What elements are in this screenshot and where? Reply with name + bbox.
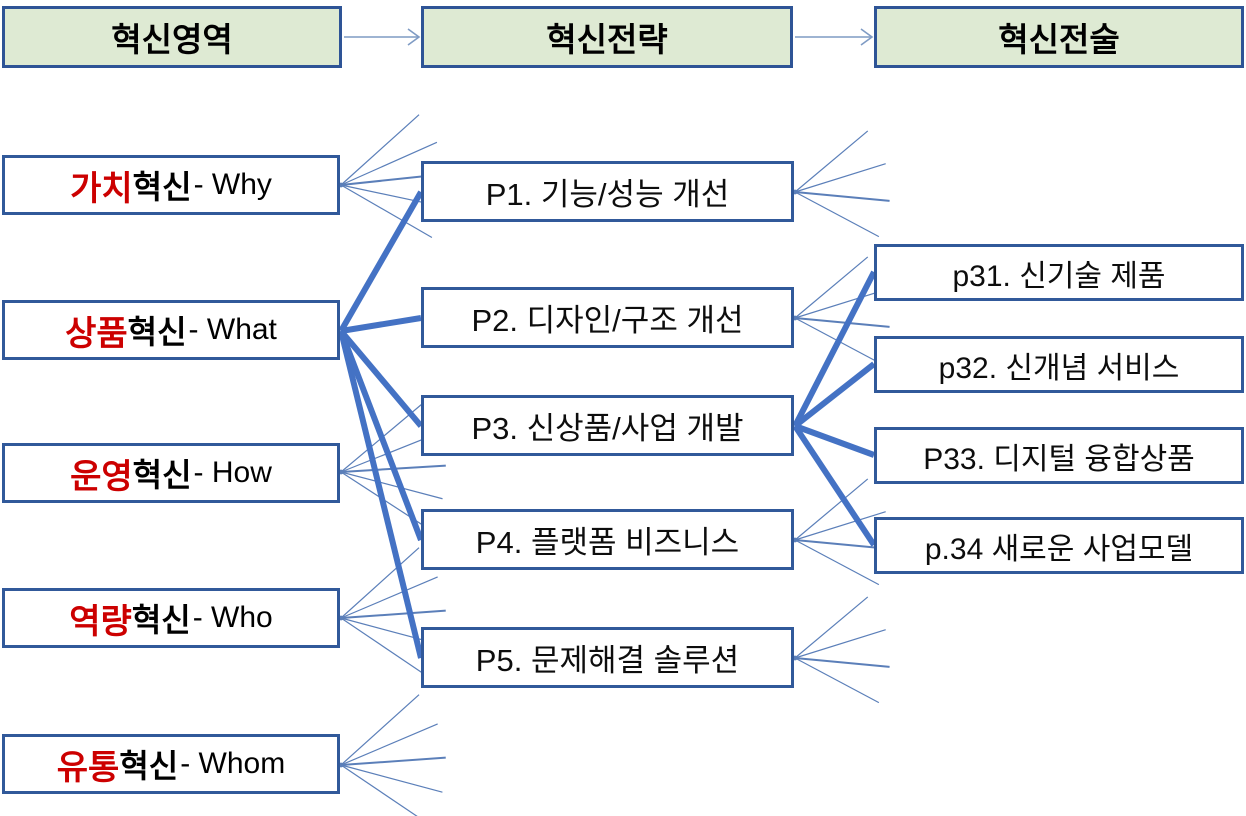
area-question-5: - Whom [180, 747, 286, 780]
area-suffix-3: 혁신 [132, 457, 192, 493]
fan-ray-6-2 [794, 289, 886, 319]
area-suffix-4: 혁신 [131, 602, 191, 638]
fan-ray-2-3 [340, 464, 446, 473]
header-innovation-strategy[interactable]: 혁신전략 [421, 6, 793, 68]
area-question-2: - What [188, 313, 277, 346]
fan-ray-6-3 [794, 317, 890, 328]
fan-ray-6-1 [794, 256, 869, 319]
link-what-to-p5 [338, 330, 424, 659]
fan-ray-4-5 [340, 764, 418, 816]
area-suffix-2: 혁신 [127, 314, 187, 350]
fan-ray-3-1 [340, 547, 420, 619]
fan-ray-1-1 [340, 114, 420, 186]
strategy-box-p4[interactable]: P4. 플랫폼 비즈니스 [421, 509, 794, 570]
strategy-box-p5[interactable]: P5. 문제해결 솔루션 [421, 627, 794, 688]
header-innovation-tactic[interactable]: 혁신전술 [874, 6, 1244, 68]
area-suffix-5: 혁신 [119, 748, 179, 784]
link-p3-to-tactic-3 [793, 423, 876, 458]
tactic-box-4[interactable]: p.34 새로운 사업모델 [874, 517, 1244, 574]
fan-ray-2-1 [340, 404, 422, 473]
fan-ray-3-5 [340, 617, 429, 678]
fan-ray-8-3 [794, 657, 890, 668]
fan-ray-3-2 [340, 576, 438, 619]
fan-ray-5-2 [794, 163, 886, 193]
strategy-box-p2[interactable]: P2. 디자인/구조 개선 [421, 287, 794, 348]
fan-ray-1-5 [340, 184, 433, 239]
link-p3-to-tactic-2 [793, 361, 876, 429]
fan-ray-2-5 [340, 471, 430, 530]
area-suffix-1: 혁신 [132, 169, 192, 205]
fan-ray-5-3 [794, 191, 890, 202]
fan-ray-4-1 [340, 694, 420, 766]
area-question-1: - Why [193, 168, 272, 201]
area-highlight-3: 운영 [70, 457, 133, 496]
tactic-box-2[interactable]: p32. 신개념 서비스 [874, 336, 1244, 393]
tactic-box-3[interactable]: P33. 디지털 융합상품 [874, 427, 1244, 484]
link-p3-to-tactic-4 [792, 424, 877, 547]
area-question-3: - How [193, 456, 272, 489]
header-innovation-area[interactable]: 혁신영역 [2, 6, 342, 68]
fan-ray-8-1 [794, 596, 869, 659]
fan-ray-7-1 [794, 478, 869, 541]
strategy-box-p3[interactable]: P3. 신상품/사업 개발 [421, 395, 794, 456]
fan-ray-8-4 [794, 657, 880, 704]
fan-ray-5-1 [794, 130, 869, 193]
area-highlight-4: 역량 [69, 602, 132, 641]
fan-ray-4-2 [340, 723, 438, 766]
arrow-right-icon [860, 28, 874, 46]
link-what-to-p2 [340, 315, 422, 334]
fan-ray-5-4 [794, 191, 880, 238]
link-what-to-p1 [338, 190, 424, 333]
area-highlight-1: 가치 [70, 169, 133, 208]
tactic-box-1[interactable]: p31. 신기술 제품 [874, 244, 1244, 301]
link-what-to-p3 [338, 329, 424, 428]
strategy-box-p1[interactable]: P1. 기능/성능 개선 [421, 161, 794, 222]
area-highlight-5: 유통 [56, 748, 120, 787]
link-p3-to-tactic-1 [792, 270, 877, 428]
fan-ray-3-3 [340, 609, 446, 619]
fan-ray-8-2 [794, 629, 886, 659]
fan-ray-4-3 [340, 756, 446, 766]
area-question-4: - Who [192, 601, 273, 634]
arrow-right-icon [407, 28, 421, 46]
fan-ray-6-4 [794, 317, 880, 364]
fan-ray-7-2 [794, 511, 886, 541]
fan-ray-2-4 [340, 471, 443, 500]
fan-ray-4-4 [340, 764, 443, 793]
link-what-to-p4 [338, 329, 424, 542]
area-highlight-2: 상품 [65, 314, 128, 353]
fan-ray-7-4 [794, 539, 880, 586]
